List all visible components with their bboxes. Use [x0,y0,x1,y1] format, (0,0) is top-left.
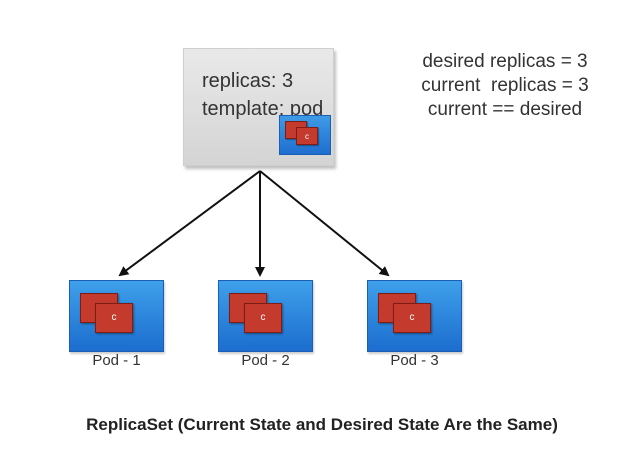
replicas-count-label: replicas: 3 [202,70,294,92]
diagram-caption: ReplicaSet (Current State and Desired St… [86,415,558,434]
template-container-label: c [305,132,309,141]
pod-1-label: Pod - 1 [92,352,141,369]
pod-2-box: c [218,280,313,352]
template-pod-icon: c [279,115,331,155]
pod-1-container-label: c [111,312,117,323]
pod-2-container-front: c [244,303,282,333]
pod-1-container-front: c [95,303,133,333]
replica-status: desired replicas = 3 current replicas = … [415,50,595,121]
pod-3-container-label: c [409,312,415,323]
state-comparison-text: current == desired [427,98,583,120]
arrow-to-pod-3 [259,170,390,277]
pod-3-label: Pod - 3 [390,352,439,369]
pod-2-label: Pod - 2 [241,352,290,369]
pod-2-container-label: c [260,312,266,323]
pod-1-box: c [69,280,164,352]
pod-3-box: c [367,280,462,352]
template-label: template: pod [202,98,324,120]
pod-3-container-front: c [393,303,431,333]
desired-replicas-text: desired replicas = 3 [422,51,588,72]
template-container-front: c [296,127,318,145]
arrow-to-pod-1 [118,170,261,277]
current-replicas-text: current replicas = 3 [421,74,589,96]
